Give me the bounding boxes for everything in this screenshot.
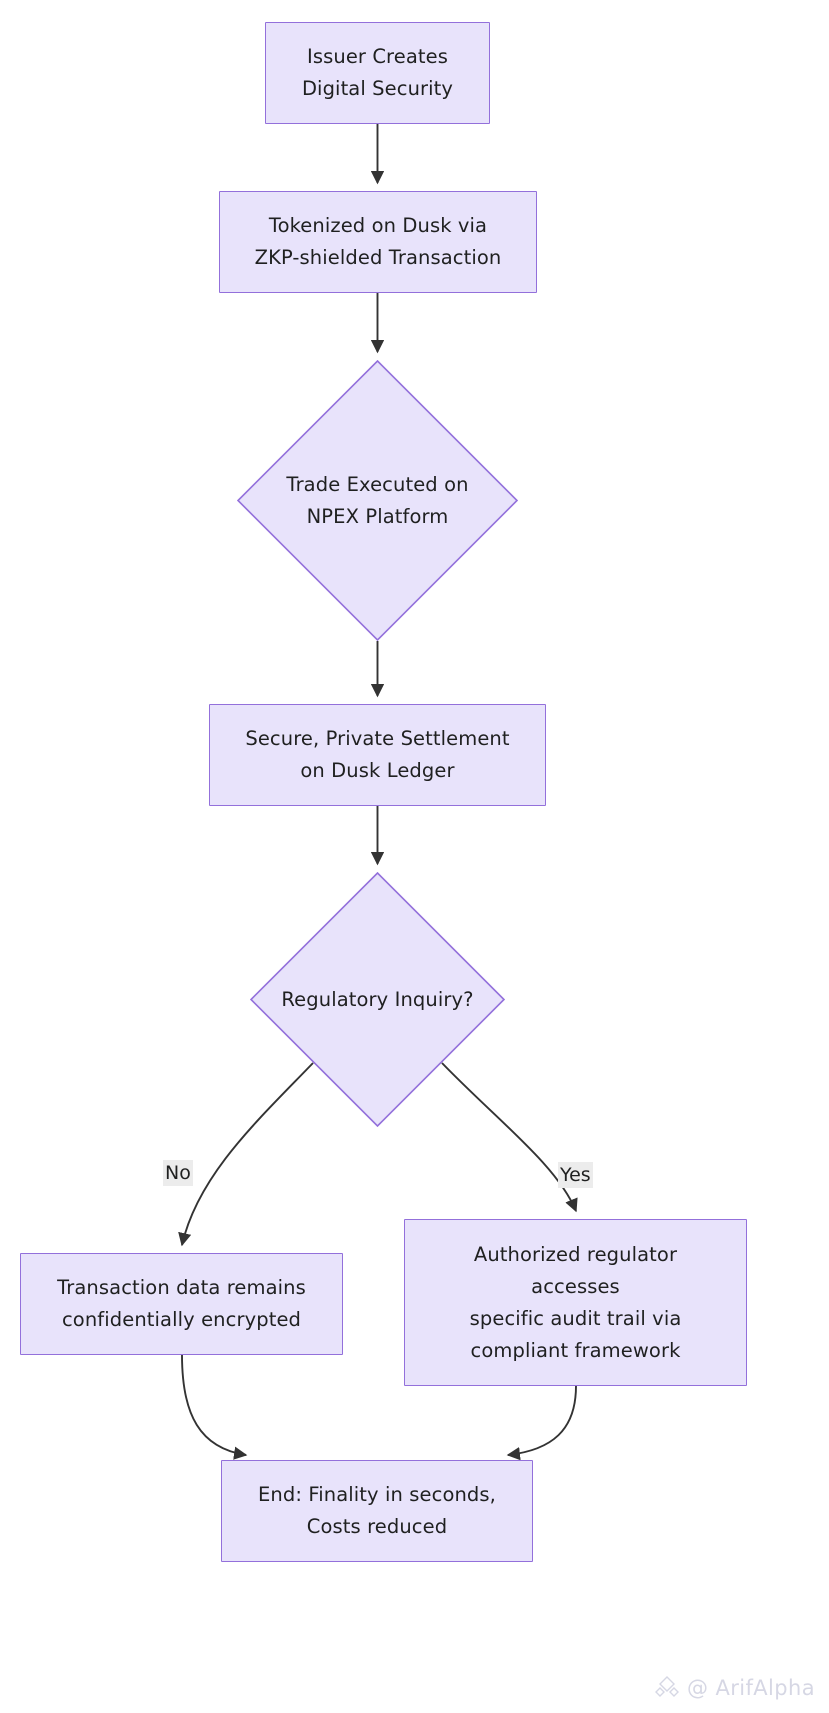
edge-regulator-to-end	[506, 1385, 577, 1461]
watermark-handle: @ ArifAlpha	[686, 1676, 815, 1700]
edge-label-no-text: No	[165, 1162, 191, 1184]
node-label: Regulatory Inquiry?	[281, 987, 474, 1011]
diamond-shape	[237, 360, 518, 641]
node-label: Issuer Creates Digital Security	[301, 45, 454, 100]
node-label: End: Finality in seconds, Costs reduced	[258, 1483, 496, 1538]
node-tokenized-on-dusk[interactable]: Tokenized on Dusk via ZKP-shielded Trans…	[219, 191, 537, 293]
diamond-shape	[250, 872, 505, 1127]
edge-confidential-to-end	[181, 1354, 248, 1460]
node-label: Authorized regulator accesses specific a…	[469, 1242, 682, 1362]
node-label: Trade Executed on NPEX Platform	[286, 472, 469, 528]
node-secure-private-settlement[interactable]: Secure, Private Settlement on Dusk Ledge…	[209, 704, 546, 806]
node-label: Secure, Private Settlement on Dusk Ledge…	[245, 727, 510, 782]
node-label: Tokenized on Dusk via ZKP-shielded Trans…	[254, 214, 502, 269]
node-label: Transaction data remains confidentially …	[57, 1276, 306, 1331]
node-issuer-creates-digital-security[interactable]: Issuer Creates Digital Security	[265, 22, 490, 124]
node-transaction-data-confidential[interactable]: Transaction data remains confidentially …	[20, 1253, 343, 1355]
edge-label-no: No	[163, 1160, 193, 1186]
node-trade-executed-on-npex[interactable]: Trade Executed on NPEX Platform	[237, 360, 518, 641]
node-authorized-regulator-access[interactable]: Authorized regulator accesses specific a…	[404, 1219, 747, 1386]
node-end-finality-costs[interactable]: End: Finality in seconds, Costs reduced	[221, 1460, 533, 1562]
watermark: @ ArifAlpha	[654, 1675, 815, 1701]
edge-label-yes: Yes	[558, 1162, 593, 1188]
node-regulatory-inquiry-decision[interactable]: Regulatory Inquiry?	[250, 872, 505, 1127]
edge-label-yes-text: Yes	[560, 1164, 591, 1186]
diamond-logo-icon	[654, 1676, 679, 1697]
